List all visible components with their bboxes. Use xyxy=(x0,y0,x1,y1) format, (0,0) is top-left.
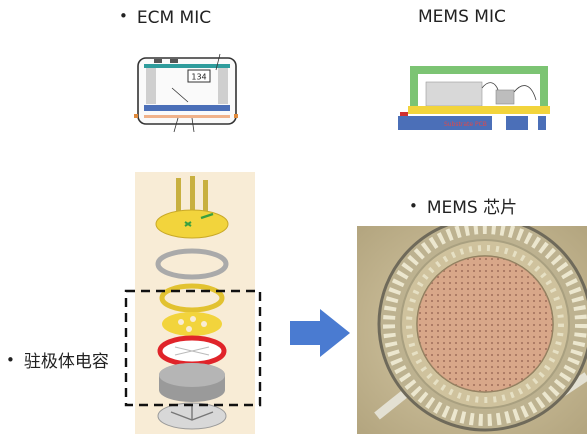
electret-highlight-box xyxy=(124,289,262,407)
ecm-diaphragm xyxy=(144,115,230,118)
mems-yellow-layer xyxy=(408,106,550,114)
mems-substrate-caption: Substrate PCB xyxy=(444,121,487,128)
bullet-icon: • xyxy=(6,351,15,369)
ecm-port-left xyxy=(154,59,162,63)
mems-asic-die xyxy=(495,89,515,105)
chip-pad-ring xyxy=(383,226,587,426)
bullet-icon: • xyxy=(119,7,128,25)
mems-lid xyxy=(410,66,548,110)
bullet-icon: • xyxy=(409,197,418,215)
mems-substrate xyxy=(398,116,546,130)
ecm-right-spacer xyxy=(218,68,228,104)
ecm-mic-text: ECM MIC xyxy=(136,8,212,28)
backplate xyxy=(162,312,222,336)
mems-sound-port xyxy=(492,114,506,132)
ecm-port-right xyxy=(170,59,178,63)
electret-text: 驻极体电容 xyxy=(23,352,109,372)
electret-exploded-view xyxy=(135,172,255,434)
ecm-top-plate xyxy=(144,64,230,68)
mems-sensor-die xyxy=(425,81,483,107)
pcb-disc xyxy=(155,209,229,239)
mems-mic-text: MEMS MIC xyxy=(418,7,506,27)
mems-mic-label: MEMS MIC xyxy=(418,7,506,27)
pin-right xyxy=(203,180,208,214)
chip-diaphragm xyxy=(416,255,554,393)
mems-chip-photo xyxy=(357,226,587,434)
ecm-mic-label: • ECM MIC xyxy=(119,7,211,28)
gray-ring xyxy=(155,248,229,280)
pin-left xyxy=(176,178,181,214)
ecm-fet-component xyxy=(187,69,211,83)
ecm-component-tag: 134 xyxy=(191,73,206,82)
mems-chip-label: • MEMS 芯片 xyxy=(409,193,517,218)
ecm-diagram: 134 xyxy=(134,53,238,133)
electret-label: • 驻极体电容 xyxy=(6,347,109,372)
yellow-ring xyxy=(159,283,225,313)
mems-chip-text: MEMS 芯片 xyxy=(426,198,518,218)
ecm-left-spacer xyxy=(146,68,156,104)
ecm-backplate xyxy=(144,105,230,111)
right-arrow-icon xyxy=(290,309,350,357)
mems-diagram: Substrate PCB xyxy=(398,66,550,132)
pin-middle xyxy=(190,176,195,214)
